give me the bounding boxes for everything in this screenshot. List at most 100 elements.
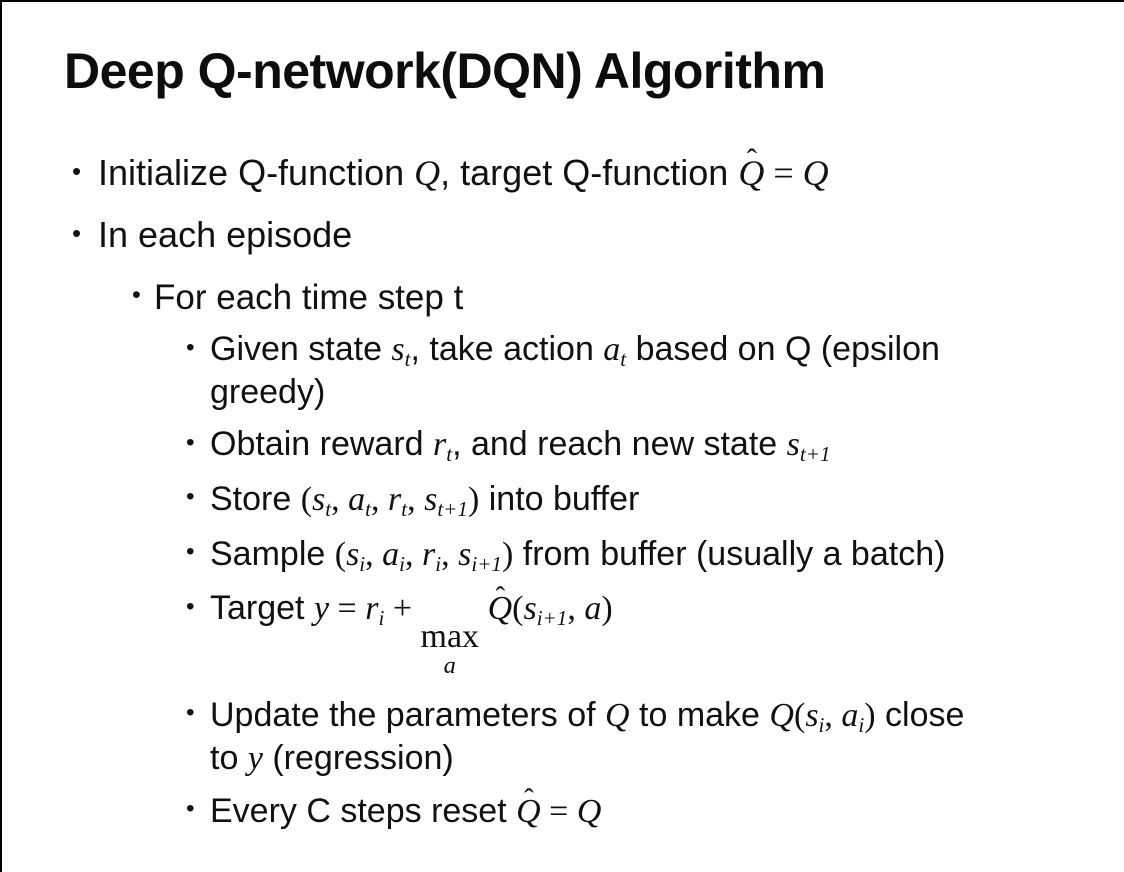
math-segment: s: [346, 535, 360, 573]
math-segment: (: [793, 696, 806, 734]
math-segment: s: [523, 590, 537, 628]
math-segment: s: [312, 480, 326, 518]
math-segment: r: [365, 590, 379, 628]
math-segment: ): [501, 535, 514, 573]
math-segment: i: [378, 606, 385, 631]
bullet-text: For each time step t: [154, 278, 463, 317]
text-segment: Update the parameters of: [210, 695, 606, 734]
hat-accent: ˆ: [746, 142, 757, 177]
math-segment: t+1: [437, 496, 468, 521]
bullet-text: Initialize Q-function Q, target Q-functi…: [98, 142, 829, 193]
math-segment: a: [841, 696, 859, 734]
math-segment: ,: [405, 535, 423, 573]
math-segment: i: [359, 551, 366, 576]
bullet-marker: •: [186, 483, 195, 511]
math-segment: a: [584, 590, 602, 628]
slide-title: Deep Q-network(DQN) Algorithm: [64, 43, 826, 99]
text-segment: to make: [629, 695, 770, 734]
math-segment: ,: [441, 535, 459, 573]
math-segment: i: [435, 551, 442, 576]
bullet-marker: •: [186, 428, 195, 456]
bullet-list: • Initialize Q-function Q, target Q-funct…: [2, 142, 1104, 844]
text-segment: For each time step t: [154, 277, 464, 317]
math-segment: ,: [371, 480, 388, 518]
math-segment: ): [864, 696, 876, 734]
math-segment: a: [382, 535, 400, 573]
math-segment: i+1: [536, 606, 568, 631]
bullet-text: Obtain reward rt, and reach new state st…: [210, 425, 831, 466]
math-segment: ,: [567, 590, 585, 628]
math-segment: t: [446, 441, 453, 466]
math-segment: +: [384, 590, 421, 628]
text-segment: to: [210, 738, 248, 777]
math-segment: ): [601, 590, 613, 628]
bullet-item-2: • In each episode: [2, 214, 1104, 256]
text-segment: based on Q (epsilon: [626, 330, 940, 369]
bullet-item-3: • For each time step t: [2, 277, 1104, 318]
math-segment: Q: [605, 696, 630, 734]
bullet-marker: •: [186, 795, 195, 823]
math-segment: r: [433, 426, 447, 464]
math-segment: i: [399, 551, 406, 576]
text-segment: into buffer: [479, 479, 640, 518]
math-segment: t: [404, 347, 411, 372]
math-segment: Q: [576, 792, 602, 830]
math-segment: t: [365, 496, 371, 521]
math-segment: t: [325, 496, 332, 521]
text-segment: , and reach new state: [452, 425, 787, 464]
math-segment: s: [424, 480, 438, 518]
math-segment: a: [348, 480, 366, 518]
text-segment: greedy): [210, 372, 326, 411]
bullet-item-6: • Store (st, at, rt, st+1) into buffer: [2, 479, 1104, 522]
math-segment: (: [334, 535, 347, 573]
hat-accent: ˆ: [495, 580, 506, 613]
math-segment: s: [458, 535, 472, 573]
bullet-text: Update the parameters of Q to make Q(si,…: [210, 696, 964, 777]
bullet-marker: •: [186, 592, 195, 620]
text-segment: close: [875, 695, 965, 734]
bullet-marker: •: [186, 538, 195, 565]
math-segment: t+1: [799, 441, 831, 466]
text-segment: Every C steps reset: [210, 791, 517, 830]
math-segment: (: [512, 590, 524, 628]
bullet-item-1: • Initialize Q-function Q, target Q-funct…: [2, 142, 1104, 194]
math-segment: i: [858, 712, 865, 737]
bullet-marker: •: [186, 333, 195, 361]
math-segment: =: [764, 153, 803, 193]
math-segment: t: [620, 347, 627, 372]
bullet-marker: •: [72, 220, 82, 249]
text-segment: (regression): [262, 738, 454, 777]
text-segment: Obtain reward: [210, 425, 433, 464]
bullet-text: Store (st, at, rt, st+1) into buffer: [210, 479, 640, 521]
bullet-marker: •: [132, 281, 141, 310]
math-segment: i: [818, 712, 825, 737]
text-segment: In each episode: [98, 214, 353, 256]
math-segment: ,: [331, 480, 349, 518]
bullet-item-9: •Update the parameters of Q to make Q(si…: [2, 695, 1104, 779]
math-segment: s: [805, 696, 819, 734]
text-segment: Target: [210, 589, 314, 628]
hat-accent: ˆ: [524, 782, 534, 815]
text-segment: from buffer (usually a batch): [513, 534, 946, 573]
bullet-marker: •: [186, 699, 195, 727]
math-segment: ): [467, 480, 480, 518]
bullet-item-5: • Obtain reward rt, and reach new state s…: [2, 424, 1104, 467]
bullet-marker: •: [72, 157, 82, 186]
math-segment: =: [329, 590, 366, 628]
math-segment: ,: [824, 696, 842, 734]
math-segment: r: [422, 535, 436, 573]
math-segment: y: [247, 739, 263, 777]
math-segment: s: [391, 331, 405, 369]
math-segment: s: [786, 426, 800, 464]
text-segment: , target Q-function: [440, 152, 739, 193]
bullet-text: Sample (si, ai, ri, si+1) from buffer (u…: [210, 534, 946, 576]
math-segment: =: [540, 792, 577, 830]
math-segment: y: [313, 590, 330, 628]
